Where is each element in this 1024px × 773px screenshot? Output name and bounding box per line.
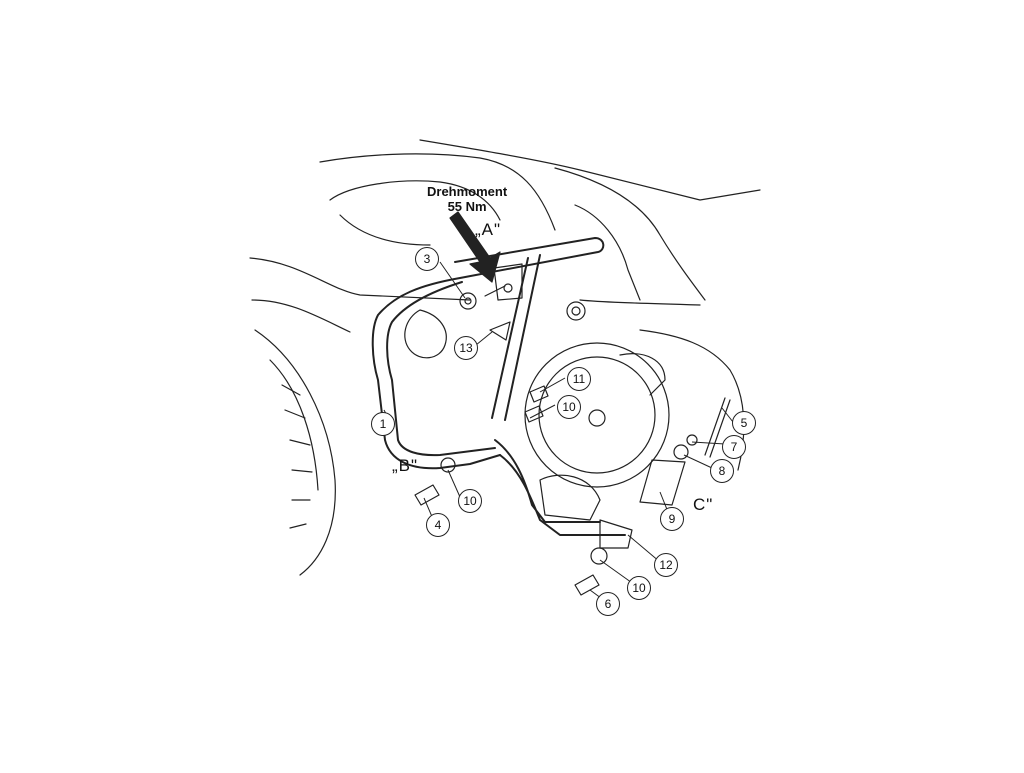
- callout-3: 3: [415, 247, 439, 271]
- callout-10-left: 10: [458, 489, 482, 513]
- callout-10-upper: 10: [557, 395, 581, 419]
- callout-12: 12: [654, 553, 678, 577]
- callout-8: 8: [710, 459, 734, 483]
- fairing-outline: [249, 257, 471, 301]
- section-label-a: „A": [475, 220, 502, 239]
- torque-arrow: [449, 211, 501, 283]
- callout-6: 6: [596, 592, 620, 616]
- callout-7: 7: [722, 435, 746, 459]
- callout-11: 11: [567, 367, 591, 391]
- callout-4: 4: [426, 513, 450, 537]
- wheel-outline: [254, 329, 336, 576]
- torque-note-line1: Drehmoment: [427, 184, 508, 199]
- torque-note-line2: 55 Nm: [447, 199, 487, 214]
- section-label-c: C": [693, 495, 714, 514]
- callout-13: 13: [454, 336, 478, 360]
- engine-cover: [524, 342, 670, 488]
- crash-bar: [371, 237, 605, 470]
- torque-note: Drehmoment 55 Nm: [427, 184, 507, 214]
- callout-5: 5: [732, 411, 756, 435]
- section-label-b: „B": [392, 456, 419, 475]
- callout-9: 9: [660, 507, 684, 531]
- callout-10-lower: 10: [627, 576, 651, 600]
- callout-1: 1: [371, 412, 395, 436]
